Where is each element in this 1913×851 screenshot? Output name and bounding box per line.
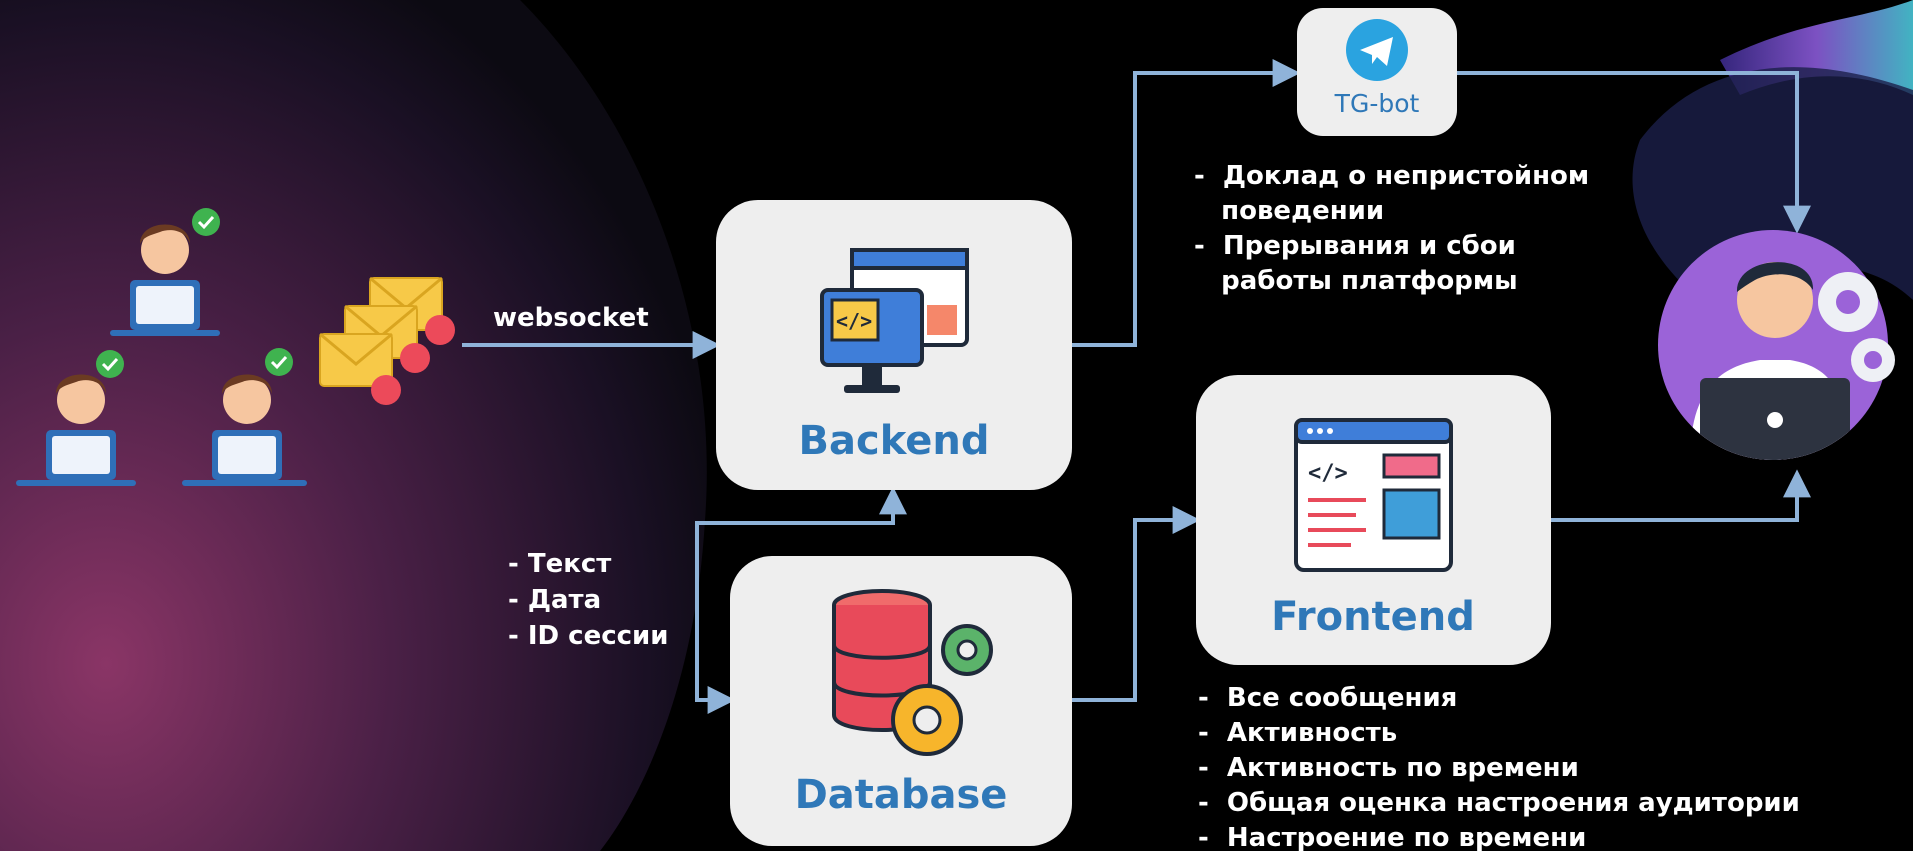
backend-label: Backend [799,418,990,464]
db-field-text: - Текст [508,549,611,579]
users-group [16,208,307,486]
frontend-node: </> Frontend [1196,375,1551,665]
admin-user-icon [1690,262,1850,460]
db-to-frontend-arrow [1072,506,1201,702]
db-branch-arrow [695,628,736,714]
tgbot-node: TG-bot [1297,8,1457,136]
svg-text:</>: </> [1308,461,1348,486]
user-icon [182,348,307,486]
tgbot-to-admin-arrow [1457,71,1811,234]
messages-icon [319,276,455,405]
websocket-label: websocket [493,303,649,333]
backend-node: </> Backend [716,200,1072,490]
database-label: Database [795,772,1008,818]
code-monitor-icon: </> [820,248,969,393]
user-icon [16,350,136,486]
backend-to-tgbot-arrow [1072,59,1301,347]
background-glow [0,0,707,851]
user-icon [110,208,220,336]
connectors [462,59,1811,714]
db-fields-note: - Текст - Дата - ID сессии [508,549,668,651]
frontend-label: Frontend [1271,594,1475,640]
tgbot-notes: - Доклад о непристойном поведении - Прер… [0,0,1634,296]
db-field-session: - ID сессии [508,621,668,651]
tgbot-label: TG-bot [1334,89,1420,118]
web-page-icon: </> [1294,418,1453,572]
database-node: Database [730,556,1072,846]
gear-icon [1818,272,1895,382]
frontend-to-admin-arrow [1551,469,1811,522]
admin-node [1658,230,1895,460]
db-field-date: - Дата [508,585,601,615]
database-gear-icon [832,589,993,756]
frontend-notes: - Все сообщения - Активность - Активност… [1198,683,1800,851]
db-to-backend-arrow [695,486,907,628]
svg-text:</>: </> [836,309,872,333]
